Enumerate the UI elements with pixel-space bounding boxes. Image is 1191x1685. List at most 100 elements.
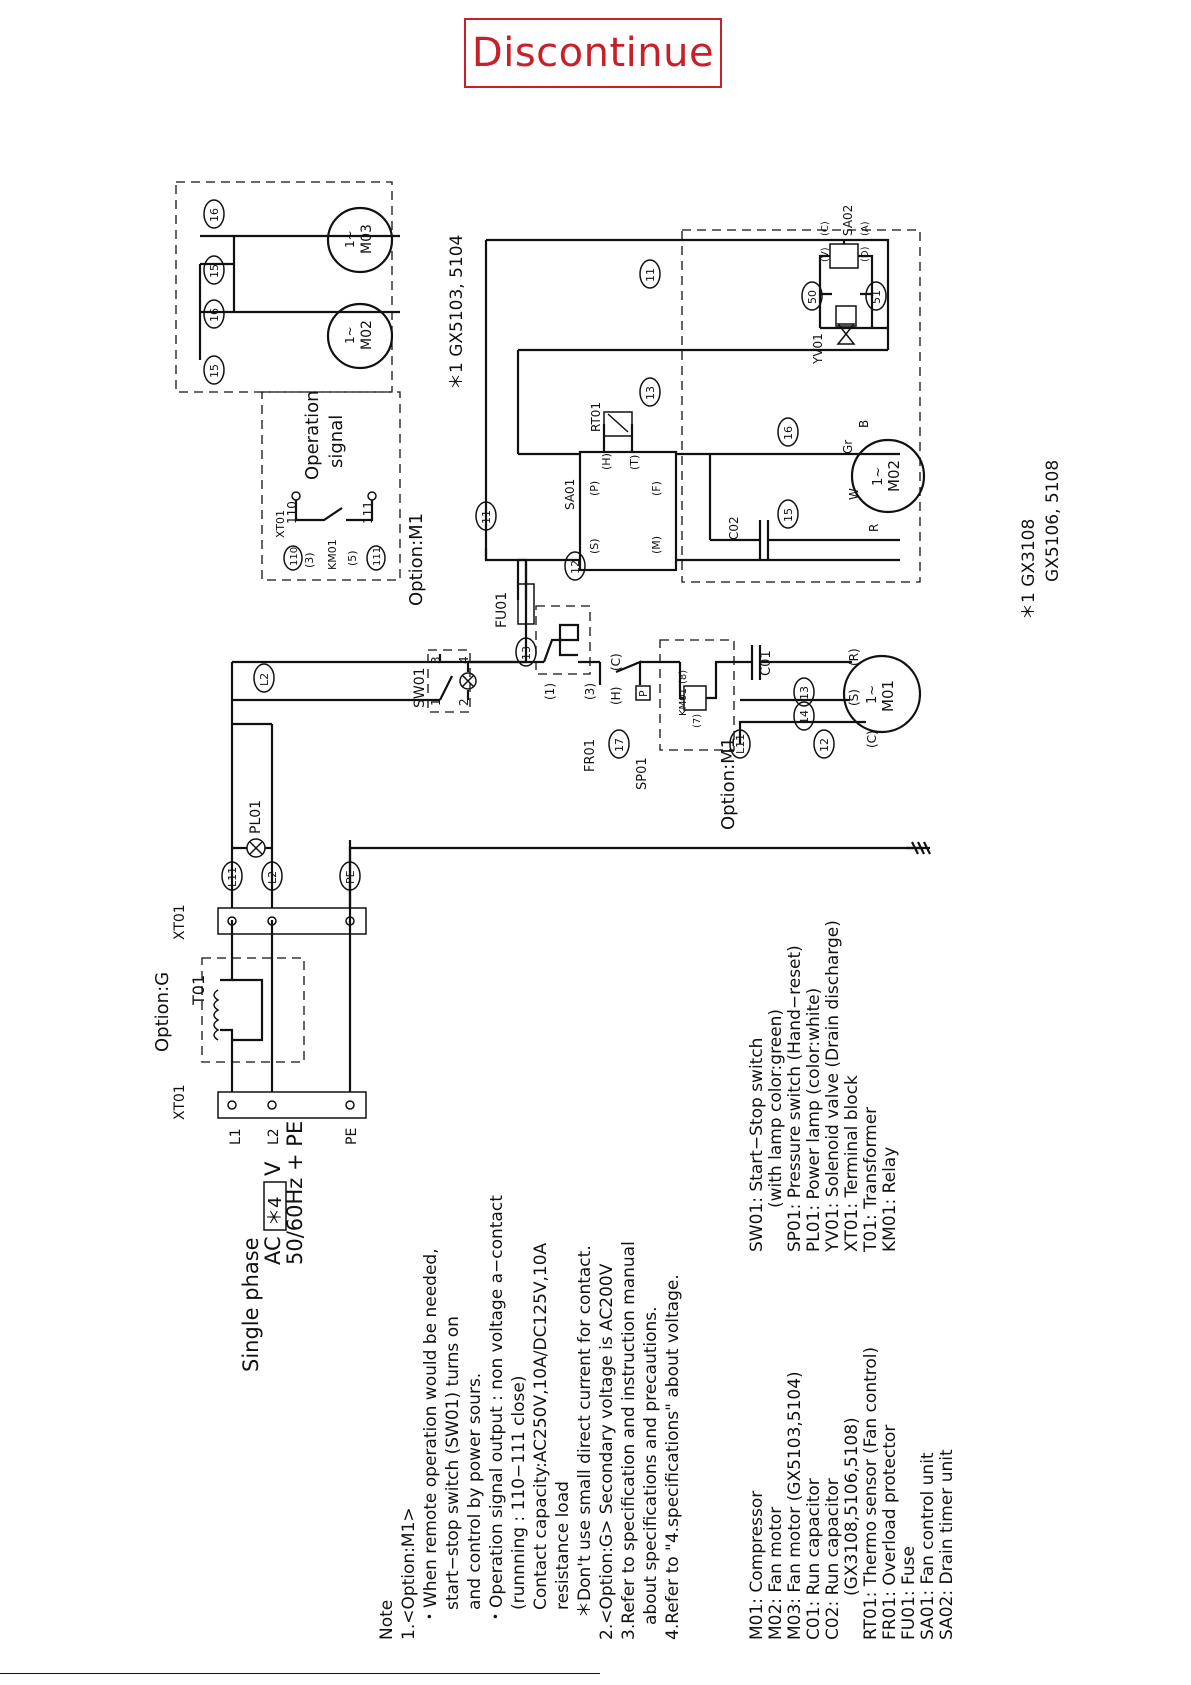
note-line: 1.<Option:M1> (399, 1507, 419, 1640)
wire-marker: 110 (289, 547, 300, 566)
sa01-fan-control: SA01 (S) (P) (H) (T) (F) (M) (516, 350, 678, 600)
sa01-pin: (F) (650, 481, 663, 496)
m02b-phase: 1~ (343, 326, 357, 344)
legend-item: SA01: Fan control unit (918, 1452, 938, 1640)
note-line: about specifications and precautions. (641, 1306, 661, 1625)
legend-item: KM01: Relay (880, 1147, 900, 1252)
legend-item: M03: Fan motor (GX5103,5104) (785, 1371, 805, 1640)
fu01-fuse: FU01 13 11 (475, 238, 890, 667)
wire-marker: 111 (372, 547, 383, 566)
note-line: Contact capacity:AC250V,10A/DC125V,10A (531, 1242, 551, 1610)
km01-pin: (7) (692, 714, 703, 728)
m02-pin: Gr (841, 440, 855, 454)
stamp-text: Discontinue (471, 30, 715, 76)
xt01-label: XT01 (172, 1084, 188, 1120)
km01-label: KM01 (678, 688, 689, 716)
sw01-pin: 2 (457, 698, 471, 706)
yv01-label: YV01 (811, 333, 825, 365)
wire-marker: 51 (870, 290, 883, 304)
drain-section: YV01 50 51 SA02 (V) (D) (C) (A) (801, 205, 888, 365)
m02b-label: M02 (359, 320, 375, 350)
wire-marker: 13 (520, 646, 533, 660)
km01-name: KM01 (326, 539, 339, 570)
sa02-pin: (C) (820, 221, 831, 236)
km01-pin: (8) (678, 670, 689, 684)
sa02-pin: (A) (860, 221, 871, 236)
legend-item: YV01: Solenoid valve (Drain discharge) (823, 920, 843, 1253)
sa02-label: SA02 (841, 205, 855, 236)
footer-rule (0, 1673, 600, 1674)
legend-item: SA02: Drain timer unit (937, 1449, 957, 1640)
discontinue-stamp: Discontinue (464, 18, 722, 88)
wire-marker: 15 (208, 264, 221, 278)
option-g-box (201, 957, 305, 1063)
note-line: 4.Refer to "4.specifications" about volt… (663, 1274, 683, 1640)
wire-marker: PE (344, 870, 357, 884)
voltage-box (263, 1181, 287, 1231)
voltage-value: ＊4 (265, 1197, 286, 1226)
option-m1-relay-box (659, 639, 735, 751)
wire-marker: 16 (208, 208, 221, 222)
xt01-pin-label: XT01 (274, 510, 287, 538)
m01-phase: 1~ (865, 685, 880, 704)
sa02-box (829, 243, 859, 269)
sp01-pin: (C) (609, 653, 623, 671)
legend-item: XT01: Terminal block (842, 1075, 862, 1252)
sw01-pin: 1 (429, 698, 443, 706)
sp01-pressure-switch: (H) (C) P SP01 (598, 653, 680, 790)
option-m1-signal-label: Option:M1 (406, 513, 427, 606)
m03-variant-box (175, 181, 393, 393)
m02-pin: B (857, 420, 871, 428)
sw01-switch: SW01 1 2 3 4 (232, 649, 526, 713)
model-note: ＊1 GX5103, 5104 (447, 235, 467, 390)
main-bus: L2 L11 (230, 600, 751, 759)
rt01-label: RT01 (589, 402, 603, 432)
m01-pin: (S) (847, 689, 861, 706)
terminal-block-input: L1 L2 PE XT01 (172, 1084, 367, 1145)
rt01-thermo-sensor: RT01 (589, 402, 634, 452)
option-g-label: Option:G (152, 972, 173, 1052)
c01-label: C01 (759, 650, 774, 676)
m01-pin: (C) (865, 730, 879, 748)
xt01-block-2 (217, 907, 367, 935)
sw01-label: SW01 (412, 667, 428, 708)
pl01-label: PL01 (248, 800, 264, 834)
note-line: ・Operation signal output : non voltage a… (487, 1195, 507, 1625)
legend-item: (with lamp color:green) (766, 1009, 786, 1208)
sa01-pin: (M) (650, 536, 663, 554)
sp01-label: SP01 (635, 757, 650, 790)
note-line: ＊Don't use small direct current for cont… (575, 1245, 595, 1618)
legend-item: M01: Compressor (747, 1491, 767, 1640)
wire-marker: 16 (782, 426, 795, 440)
option-m1-relay-label: Option:M1 (718, 737, 739, 830)
xt01-label: XT01 (172, 904, 188, 940)
legend-right: SW01: Start−Stop switch (with lamp color… (747, 920, 900, 1253)
note-line: and control by power sours. (465, 1373, 485, 1610)
xt01-block (217, 1091, 367, 1119)
legend-item: C02: Run capacitor (823, 1478, 843, 1640)
fr01-pin: (1) (543, 683, 557, 700)
sa02-pin: (V) (820, 247, 831, 262)
km01-pin: (3) (303, 552, 316, 568)
wire-marker: 13 (644, 386, 657, 400)
m03-phase: 1~ (343, 230, 357, 248)
m01-circle (842, 654, 922, 734)
notes-block: Note 1.<Option:M1> ・When remote operatio… (377, 1195, 683, 1640)
fr01-overload: FR01 (1) (3) (526, 605, 600, 772)
signal-label-2: signal (326, 415, 347, 468)
input-wire-markers: L11 L2 PE (221, 861, 361, 891)
m02-circle (850, 438, 926, 514)
fr01-pin: (3) (583, 683, 597, 700)
legend-item: (GX3108,5106,5108) (842, 1417, 862, 1596)
fu01-label: FU01 (494, 592, 510, 628)
supply-ac: AC (261, 1236, 285, 1265)
sa02-pin: (D) (860, 246, 871, 262)
sw01-box (427, 649, 471, 713)
km01-relay: Option:M1 KM01 (7) (8) (659, 639, 740, 830)
notes-heading: Note (377, 1600, 397, 1640)
note-line: (runnning : 110−111 close) (509, 1375, 529, 1610)
c02-label: C02 (727, 516, 741, 540)
top-wire-markers: 13 11 (518, 259, 888, 407)
sa01-pin: (P) (588, 481, 601, 496)
